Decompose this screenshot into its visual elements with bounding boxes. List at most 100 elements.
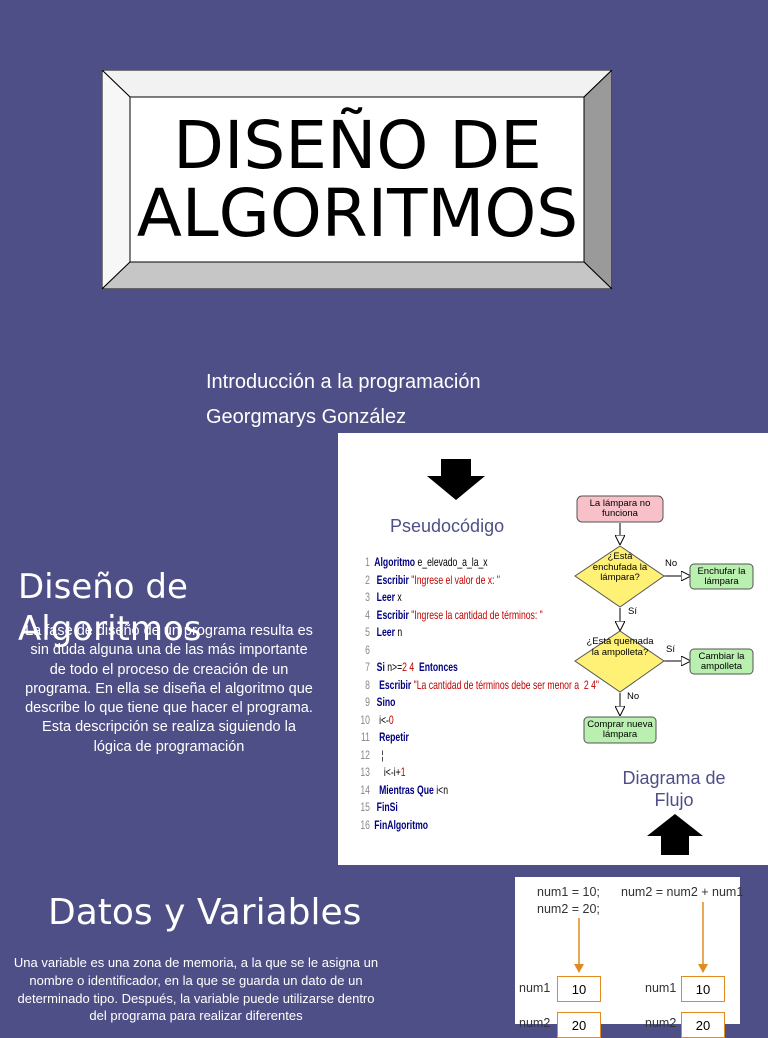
code-token: Sino (374, 695, 396, 709)
code-token: i<n (436, 782, 449, 797)
slide-title: DISEÑO DE ALGORITMOS (130, 97, 585, 262)
var-arrow-right-icon (698, 902, 708, 973)
flow-action-1 (689, 563, 754, 590)
code-line: 11 Repetir (357, 729, 599, 747)
var-label-num1-left: num1 (519, 981, 551, 995)
var-arrow-left-icon (574, 918, 584, 973)
line-number: 9 (365, 695, 370, 709)
code-line: 5 Leer n (357, 624, 599, 642)
code-line: 10 i<-0 (357, 712, 599, 730)
design-heading-line-1: Diseño de (18, 567, 188, 607)
line-number: 7 (365, 660, 370, 674)
code-token: Escribir (374, 607, 412, 622)
line-number: 11 (360, 730, 370, 744)
var-box-num1-right: 10 (681, 976, 725, 1002)
flow-decision-1-label: ¿Está enchufada la lámpara? (592, 551, 648, 583)
code-line: 12 ¦ (357, 747, 599, 765)
var-box-num2-right: 20 (681, 1012, 725, 1038)
flow-q2-no: No (627, 691, 640, 702)
code-token: FinSi (374, 800, 398, 814)
code-token: Repetir (374, 730, 409, 744)
code-line: 4 Escribir "Ingrese la cantidad de térmi… (357, 607, 599, 625)
flow-decision-2-label: ¿Está quemada la ampolleta? (586, 636, 654, 658)
flowchart (574, 495, 754, 744)
flow-q2-yes: Sí (666, 644, 675, 655)
author: Georgmarys González (206, 406, 407, 428)
code-token: "La cantidad de términos debe ser menor … (413, 677, 599, 692)
code-line: 7 Si n>=2 4 Entonces (357, 659, 599, 677)
code-token: ¦ (374, 747, 384, 762)
code-token: "Ingrese la cantidad de términos: " (411, 607, 543, 622)
title-frame (102, 70, 612, 289)
design-heading: Diseño de Algoritmos (18, 566, 201, 650)
code-token: 0 (388, 712, 394, 727)
design-paragraph: La fase de diseño de un programa resulta… (25, 623, 313, 755)
flow-end-label: Comprar nueva lámpara (587, 719, 653, 740)
line-number: 4 (365, 607, 370, 622)
code-line: 6 (357, 642, 599, 660)
line-number: 3 (365, 590, 370, 604)
code-token: Leer (374, 590, 398, 604)
arrow-up-icon (647, 814, 703, 855)
code-token: Entonces (414, 660, 458, 674)
line-number: 15 (360, 800, 370, 814)
line-number: 14 (360, 782, 370, 797)
flow-start-label: La lámpara no funciona (589, 498, 651, 519)
line-number: 5 (365, 625, 370, 639)
code-line: 9 Sino (357, 694, 599, 712)
var-label-num1-right: num1 (645, 981, 677, 995)
code-token: n>= (387, 660, 403, 674)
arrow-down-icon (427, 459, 485, 500)
code-line: 2 Escribir "Ingrese el valor de x: " (357, 572, 599, 590)
code-token: FinAlgoritmo (374, 817, 429, 832)
line-number: 1 (365, 555, 370, 569)
var-box-num2-left: 20 (557, 1012, 601, 1038)
variables-paragraph: Una variable es una zona de memoria, a l… (13, 955, 379, 1024)
code-token: i<-i+ (374, 765, 401, 779)
flow-end-node (583, 716, 657, 744)
code-token: 1 (400, 765, 406, 779)
code-token: Leer (374, 625, 398, 639)
flow-action-2-label: Cambiar la ampolleta (698, 650, 745, 672)
flow-q1-yes: Sí (628, 606, 637, 617)
code-token: Escribir (374, 677, 414, 692)
var-code-left-2: num2 = 20; (537, 902, 600, 916)
flow-action-1-label: Enchufar la lámpara (697, 565, 746, 587)
code-token: Mientras Que (374, 782, 437, 797)
var-label-num2-left: num2 (519, 1016, 551, 1030)
line-number: 6 (365, 642, 370, 657)
title-line-2: ALGORITMOS (136, 174, 579, 252)
code-token: Si (374, 660, 388, 674)
code-token: n (397, 625, 403, 639)
title-line-1: DISEÑO DE (173, 106, 542, 184)
line-number: 2 (365, 572, 370, 587)
flow-q1-no: No (665, 558, 678, 569)
code-token: Escribir (374, 572, 412, 587)
line-number: 13 (360, 765, 370, 779)
var-label-num2-right: num2 (645, 1016, 677, 1030)
code-token: Algoritmo (374, 555, 418, 569)
line-number: 16 (360, 817, 370, 832)
code-line: 3 Leer x (357, 589, 599, 607)
code-line: 1 Algoritmo e_elevado_a_la_x (357, 554, 599, 572)
subtitle: Introducción a la programación (206, 371, 481, 393)
code-line: 13 i<-i+1 (357, 764, 599, 782)
line-number: 12 (360, 747, 370, 762)
code-line: 15 FinSi (357, 799, 599, 817)
flowchart-label: Diagrama de Flujo (622, 768, 726, 810)
pseudocode-block: 1 Algoritmo e_elevado_a_la_x 2 Escribir "I… (357, 554, 599, 834)
var-box-num1-left: 10 (557, 976, 601, 1002)
code-token: e_elevado_a_la_x (417, 555, 488, 569)
code-line: 14 Mientras Que i<n (357, 782, 599, 800)
flow-action-2 (689, 648, 754, 675)
code-token: 2 4 (402, 660, 415, 674)
code-line: 8 Escribir "La cantidad de términos debe… (357, 677, 599, 695)
code-line: 16 FinAlgoritmo (357, 817, 599, 835)
line-number: 8 (365, 677, 370, 692)
code-token: i<- (374, 712, 389, 727)
design-heading-line-2: Algoritmos (18, 609, 202, 649)
variables-heading: Datos y Variables (48, 892, 362, 933)
flow-start-node (576, 495, 664, 523)
var-code-left-1: num1 = 10; (537, 885, 600, 899)
var-code-right: num2 = num2 + num1 (621, 885, 744, 899)
